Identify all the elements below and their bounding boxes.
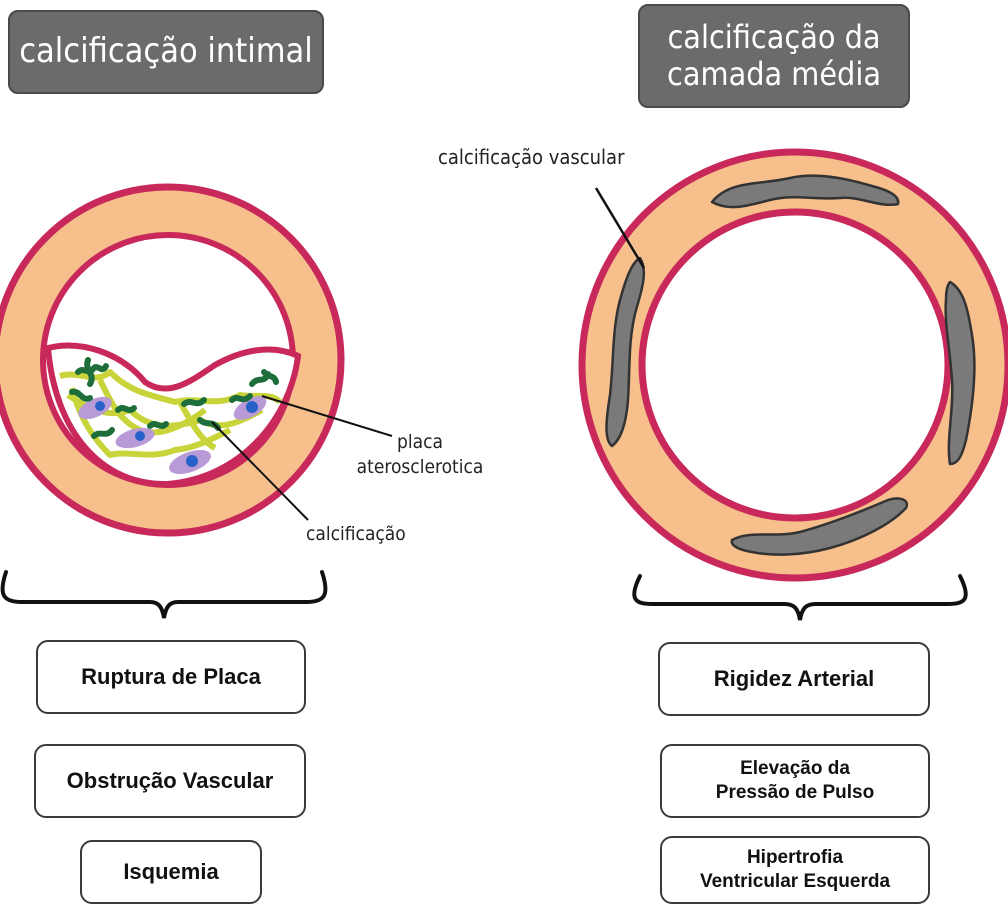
intimal-vessel [0,187,341,533]
vascular-obstruction-text: Obstrução Vascular [67,767,274,795]
pulse-pressure-line1: Elevação da [740,757,850,781]
lv-hypertrophy-line1: Hipertrofia [747,846,843,870]
lv-hypertrophy-line2: Ventricular Esquerda [700,870,890,894]
plaque-rupture-box: Ruptura de Placa [36,640,306,714]
plaque-label-line2: aterosclerotica [340,455,500,480]
arterial-stiffness-text: Rigidez Arterial [714,665,875,693]
medial-outcomes-brace [634,576,966,620]
pulse-pressure-line2: Pressão de Pulso [716,781,874,805]
vascular-obstruction-box: Obstrução Vascular [34,744,306,818]
plaque-label: placa aterosclerotica [340,430,500,479]
intimal-outcomes-brace [3,572,326,618]
plaque-label-line1: placa [340,430,500,455]
arterial-stiffness-box: Rigidez Arterial [658,642,930,716]
medial-vessel [582,152,1008,578]
ischemia-text: Isquemia [123,858,218,886]
pulse-pressure-box: Elevação da Pressão de Pulso [660,744,930,818]
calcification-label: calcificação [306,522,406,547]
vascular-calcification-label: calcificação vascular [438,144,624,170]
ischemia-box: Isquemia [80,840,262,904]
plaque-rupture-text: Ruptura de Placa [81,663,261,691]
medial-vessel-lumen [642,212,948,518]
lv-hypertrophy-box: Hipertrofia Ventricular Esquerda [660,836,930,904]
